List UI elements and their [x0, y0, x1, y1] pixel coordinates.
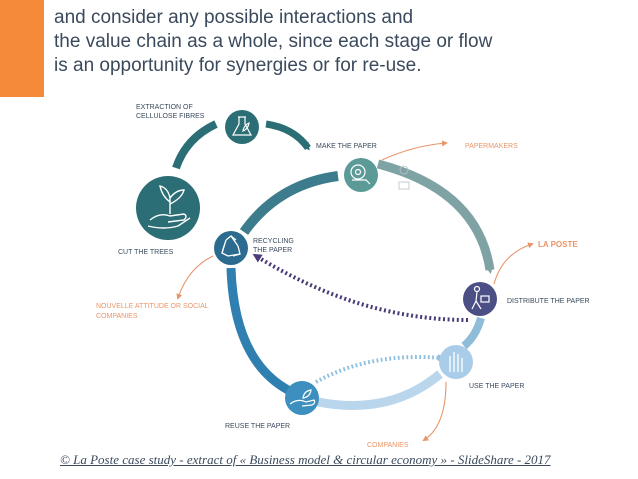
- label-extraction-1: EXTRACTION OF: [136, 104, 193, 111]
- footer-credit: © La Poste case study - extract of « Bus…: [60, 452, 635, 468]
- label-papermakers: PAPERMAKERS: [465, 143, 518, 150]
- label-use-paper: USE THE PAPER: [469, 383, 524, 390]
- node-make-paper: [344, 158, 378, 192]
- label-la-poste: LA POSTE: [538, 240, 578, 249]
- node-distribute: [463, 282, 497, 316]
- flow-distribute-to-recycling-dotted: [252, 253, 469, 322]
- arrow-to-papermakers: [381, 140, 448, 161]
- intro-line-2: the value chain as a whole, since each s…: [54, 31, 493, 52]
- label-recycling-1: RECYCLING: [253, 238, 294, 245]
- flow-recycling-to-make: [239, 171, 339, 235]
- flow-use-to-reuse: [317, 370, 443, 410]
- label-companies: COMPANIES: [367, 442, 409, 449]
- flow-reuse-to-use-dotted: [315, 354, 445, 384]
- flow-extraction-to-make: [265, 120, 311, 151]
- node-reuse-paper: [285, 381, 319, 415]
- label-recycling-2: THE PAPER: [253, 247, 292, 254]
- label-nouvelle-2: COMPANIES: [96, 313, 138, 320]
- hand-sprout-icon: [147, 185, 191, 229]
- label-reuse-paper: REUSE THE PAPER: [225, 423, 290, 430]
- arrow-to-nouvelle: [176, 255, 214, 300]
- decor-sketch-icon: [398, 165, 410, 190]
- mail-carrier-icon: [471, 285, 490, 310]
- recycle-icon: [221, 235, 241, 257]
- node-cut-trees: [136, 176, 200, 240]
- intro-text: and consider any possible interactions a…: [54, 6, 634, 78]
- accent-bar: [0, 0, 44, 97]
- footer-text: © La Poste case study - extract of « Bus…: [60, 452, 551, 467]
- flow-distribute-to-use: [461, 316, 485, 350]
- paper-roll-icon: [350, 164, 371, 185]
- hand-icon: [449, 352, 463, 372]
- arrow-to-companies: [422, 381, 447, 442]
- hand-leaf-icon: [289, 389, 316, 407]
- label-cut-trees: CUT THE TREES: [118, 249, 174, 256]
- label-make-paper: MAKE THE PAPER: [316, 143, 377, 150]
- intro-line-3: is an opportunity for synergies or for r…: [54, 55, 422, 76]
- label-extraction-2: CELLULOSE FIBRES: [136, 113, 205, 120]
- node-use-paper: [439, 345, 473, 379]
- node-recycling: [214, 231, 248, 265]
- intro-line-1: and consider any possible interactions a…: [54, 7, 414, 28]
- arrow-to-la-poste: [493, 242, 534, 285]
- flow-make-to-distribute: [376, 159, 495, 274]
- node-extraction: [225, 110, 259, 144]
- flask-leaf-icon: [231, 116, 253, 136]
- flow-recycling-to-reuse: [226, 267, 291, 394]
- flow-cut-to-extraction: [172, 120, 218, 170]
- label-nouvelle-1: NOUVELLE ATTITUDE OR SOCIAL: [96, 303, 209, 310]
- label-distribute: DISTRIBUTE THE PAPER: [507, 298, 590, 305]
